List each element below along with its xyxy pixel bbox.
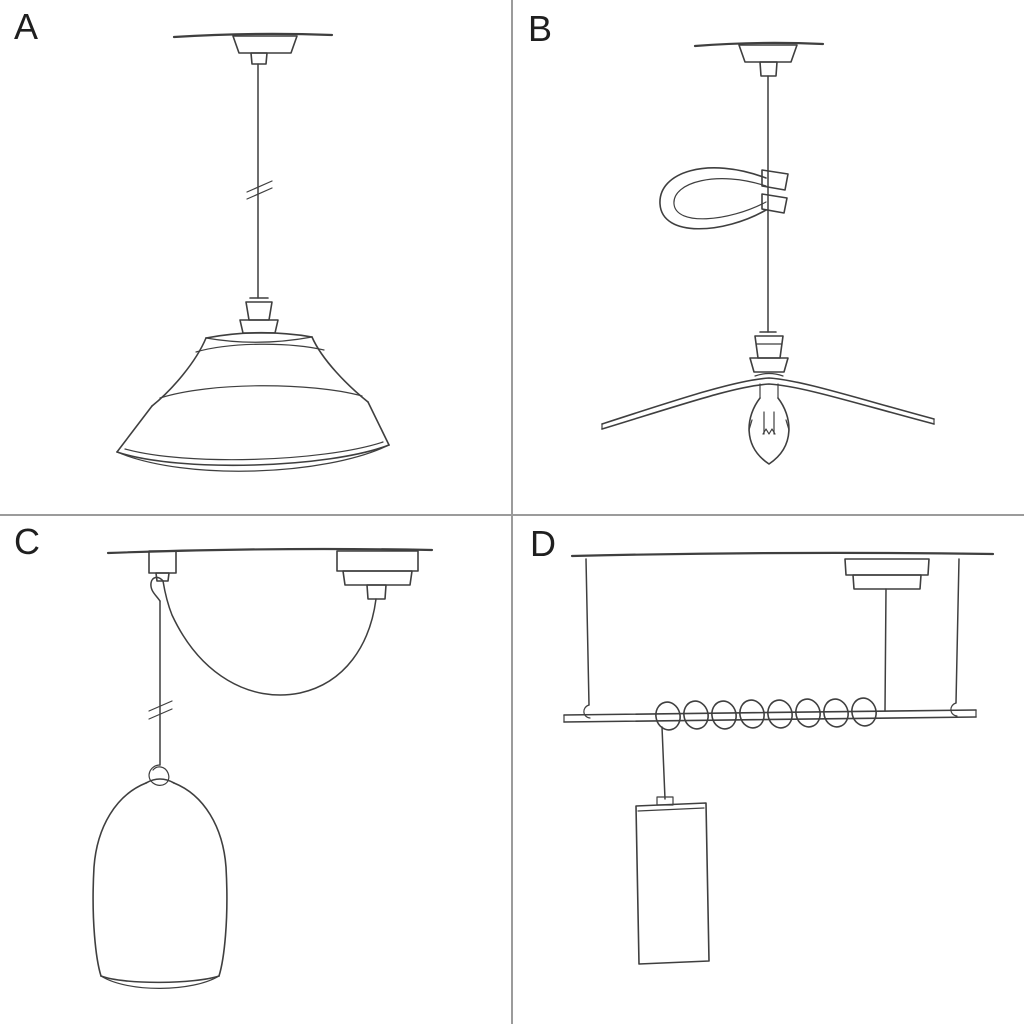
swag-cord	[148, 576, 377, 766]
panel-d: D	[512, 515, 1024, 1024]
wrapped-cord-coils	[655, 697, 877, 731]
ceiling-hook	[148, 550, 177, 582]
pendant-flat-plate-shade-bulb-sketch	[601, 41, 935, 465]
panel-b-label: B	[528, 8, 554, 49]
bell-shade	[92, 778, 228, 989]
swag-pendant-bell-shade-sketch	[92, 547, 434, 989]
panel-c: C	[0, 515, 512, 1024]
exposed-bulb	[748, 383, 790, 465]
panel-b: B	[512, 0, 1024, 515]
panel-d-label: D	[530, 523, 557, 564]
industrial-bowl-shade	[116, 331, 390, 472]
decorative-cable-clip	[659, 167, 789, 230]
panel-c-label: C	[14, 521, 41, 562]
grid-divider-horizontal	[0, 514, 1024, 516]
ceiling-mount-d	[570, 551, 995, 590]
panel-a-label: A	[14, 6, 40, 47]
ceiling-mount-b	[693, 41, 825, 77]
cord-knot	[148, 764, 170, 786]
suspension-cables	[583, 558, 960, 719]
pendant-bar-wrapped-cord-cylinder-sketch	[563, 551, 995, 965]
lamp-holder-b	[749, 331, 789, 373]
grid-divider-vertical	[511, 0, 513, 1024]
cord-a	[246, 63, 273, 299]
flat-plate-shade	[601, 372, 935, 430]
drop-cord-d	[661, 726, 666, 800]
lamp-holder-a	[239, 297, 279, 334]
pendant-industrial-bowl-shade-sketch	[116, 32, 390, 472]
cylinder-shade	[635, 796, 710, 965]
ceiling-mount-a	[172, 32, 334, 65]
panel-a: A	[0, 0, 512, 515]
